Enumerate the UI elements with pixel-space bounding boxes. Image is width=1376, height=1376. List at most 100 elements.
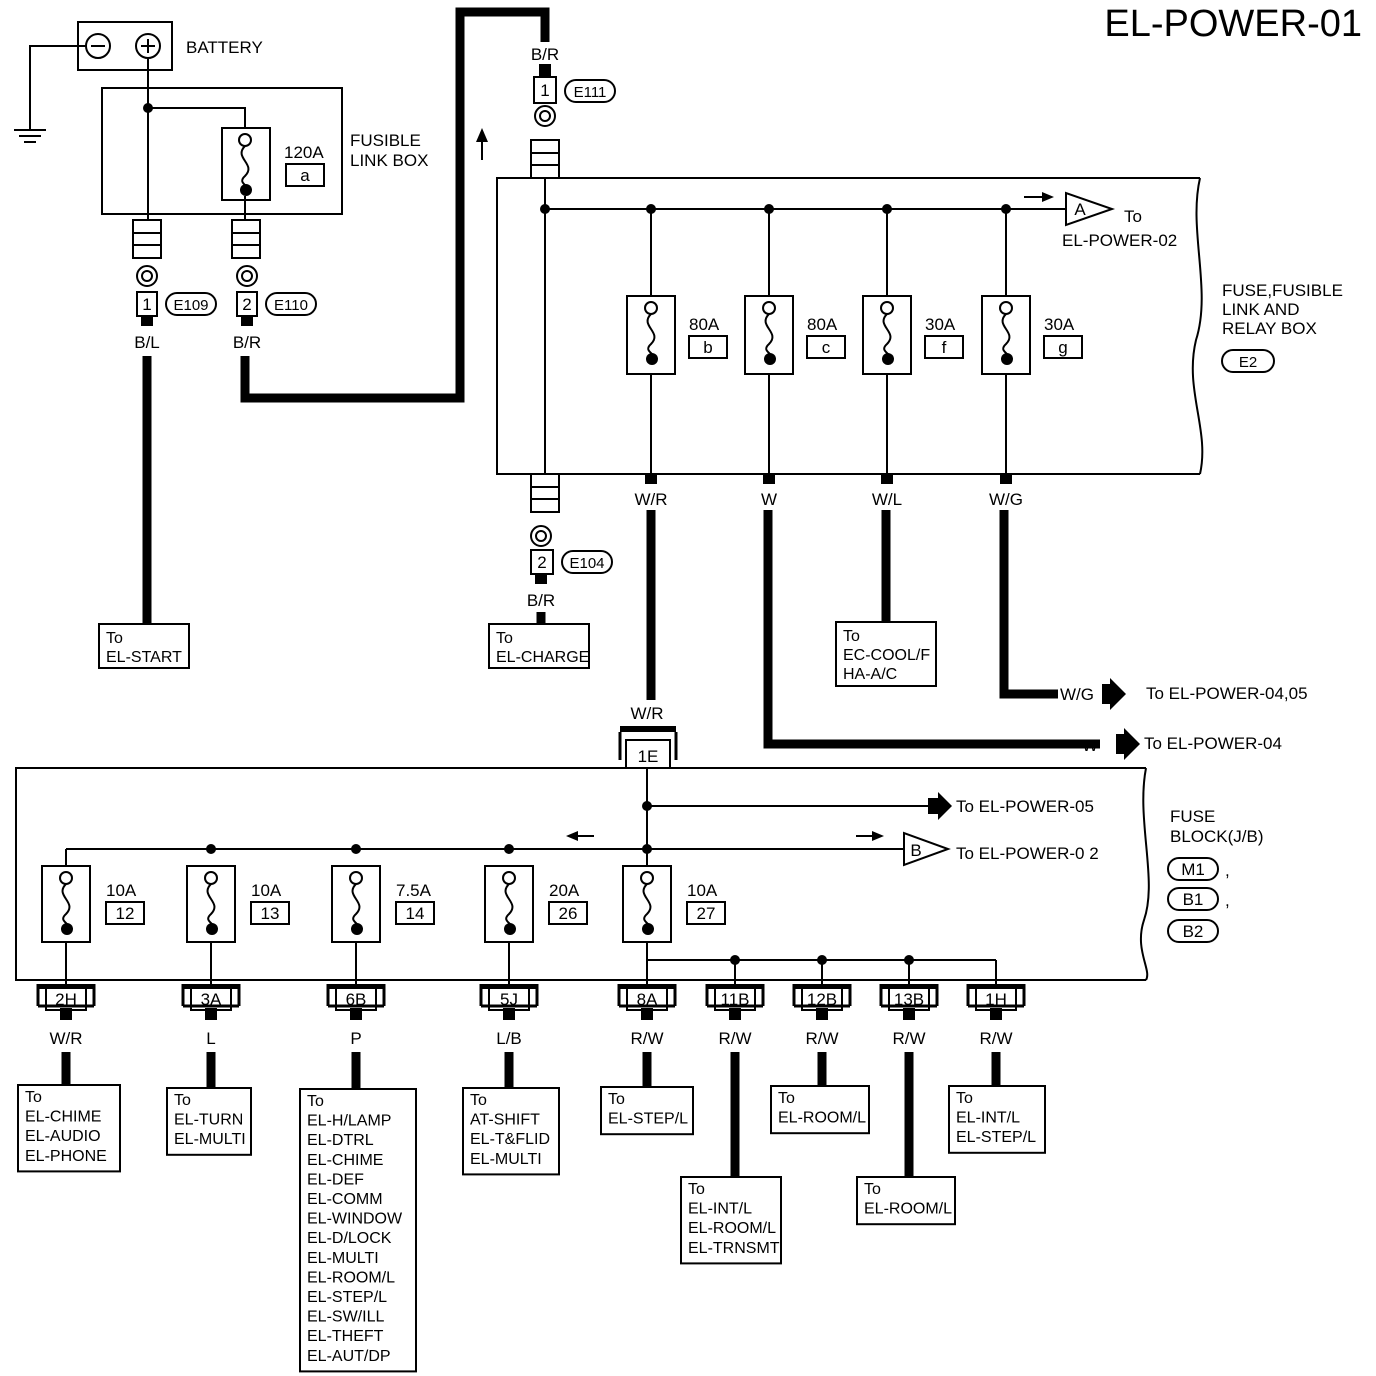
marker-b: B [903, 831, 951, 867]
w-out-wire: W [1082, 736, 1098, 755]
dest-fb-26-line-2: EL-T&FLID [470, 1131, 550, 1148]
fb-conn-8a: 8A [617, 984, 677, 1011]
connector-e109-id: E109 [173, 297, 208, 314]
relay-fuse-c-amps: 80A [807, 315, 838, 334]
out02-label: To EL-POWER-0 2 [956, 844, 1099, 863]
flow-arrow-right [1024, 192, 1054, 202]
to-el-power-02-page: EL-POWER-02 [1062, 231, 1177, 250]
connector-e111-pin: 1 [540, 81, 549, 100]
connector-e110-pin: 2 [242, 295, 251, 314]
dest-fb-26-line-3: EL-MULTI [470, 1151, 542, 1168]
fuse-block-label-2: BLOCK(J/B) [1170, 827, 1264, 846]
wg-out-arrow [1102, 678, 1126, 710]
fuse-block-sep-2: , [1225, 891, 1230, 910]
dest-el-charge-to: To [496, 630, 513, 647]
connector-e110-id: E110 [274, 297, 308, 314]
dest-branch-1h-line-0: To [956, 1090, 973, 1107]
dest-fb-26-line-1: AT-SHIFT [470, 1112, 540, 1129]
connector-e111-id: E111 [574, 84, 607, 101]
dest-fb-12-line-2: EL-AUDIO [25, 1128, 101, 1145]
relay-box-label-2: LINK AND [1222, 300, 1299, 319]
flow-arrow-right-b [856, 831, 884, 841]
fb-fuse-12-id: 12 [116, 904, 135, 923]
fb-conn-11b-label: 11B [721, 990, 750, 1009]
fb-wire-3-label: L/B [496, 1029, 522, 1048]
dest-fb-12-line-3: EL-PHONE [25, 1148, 107, 1165]
dest-ec-cool: To EC-COOL/F HA-A/C [835, 621, 937, 687]
dest-fb-14-line-8: EL-MULTI [307, 1250, 379, 1267]
fuse-block-conn-b2: B2 [1183, 922, 1204, 941]
dest-el-start-to: To [106, 630, 123, 647]
fuse-120a: 120A a [221, 127, 325, 230]
page-title: EL-POWER-01 [1104, 3, 1362, 45]
dest-fb-14-line-2: EL-DTRL [307, 1132, 374, 1149]
fb-conn-11b: 11B [705, 984, 765, 1011]
fuse-block-conn-b1: B1 [1183, 890, 1204, 909]
dest-branch-11b-line-0: To [688, 1181, 705, 1198]
dest-branch-11b-line-3: EL-TRNSMT [688, 1240, 780, 1257]
relay-fuse-b-amps: 80A [689, 315, 720, 334]
connector-1e: 1E [618, 726, 678, 769]
dest-el-start-name: EL-START [106, 649, 182, 666]
fb-conn-12b: 12B [792, 984, 852, 1011]
fb-fuse-26-amps: 20A [549, 881, 580, 900]
dest-fb-26-line-0: To [470, 1092, 487, 1109]
dest-branch-12b-line-0: To [778, 1090, 795, 1107]
relay-wire-3-label: W/G [989, 490, 1023, 509]
connector-1e-label: 1E [638, 747, 659, 766]
fusible-link-label-1: FUSIBLE [350, 131, 421, 150]
dest-ec-cool-1: EC-COOL/F [843, 647, 930, 664]
dest-fb-27-line-0: To [608, 1091, 625, 1108]
dest-el-charge: To EL-CHARGE [488, 623, 590, 669]
fb-conn-2h-label: 2H [55, 990, 77, 1009]
relay-box-label-3: RELAY BOX [1222, 319, 1317, 338]
fb-conn-6b-label: 6B [346, 990, 367, 1009]
fuse-block-sep-1: , [1225, 861, 1230, 880]
fb-wire-2-label: P [350, 1029, 361, 1048]
wire-bl-label: B/L [134, 333, 160, 352]
fuse-block-label-1: FUSE [1170, 807, 1215, 826]
dest-el-charge-name: EL-CHARGE [496, 649, 589, 666]
dest-fb-14: ToEL-H/LAMPEL-DTRLEL-CHIMEEL-DEFEL-COMME… [299, 1088, 417, 1373]
dest-fb-13-line-1: EL-TURN [174, 1112, 243, 1129]
dest-fb-14-line-6: EL-WINDOW [307, 1211, 403, 1228]
wg-out-dest: To EL-POWER-04,05 [1146, 684, 1308, 703]
relay-box: FUSE,FUSIBLE LINK AND RELAY BOX E2 A To … [496, 177, 1343, 509]
wire-br-label: B/R [233, 333, 261, 352]
flow-arrow-left [566, 831, 594, 841]
fb-fuse-12-amps: 10A [106, 881, 137, 900]
dest-branch-13b-line-1: EL-ROOM/L [864, 1201, 952, 1218]
marker-a-label: A [1074, 200, 1086, 219]
relay-fuse-b-id: b [703, 338, 712, 357]
battery-label: BATTERY [186, 38, 263, 57]
dest-ec-cool-to: To [843, 628, 860, 645]
fb-conn-3a: 3A [181, 984, 241, 1011]
wire-br-top-label: B/R [531, 45, 559, 64]
fuse-120a-id: a [300, 166, 310, 185]
relay-box-connector: E2 [1239, 354, 1257, 371]
fb-conn-5j-label: 5J [500, 990, 518, 1009]
fb-conn-12b-label: 12B [807, 990, 837, 1009]
flow-arrow-up [476, 128, 488, 160]
relay-fuse-f-amps: 30A [925, 315, 956, 334]
out05-arrow [928, 792, 952, 820]
relay-fuse-g-amps: 30A [1044, 315, 1075, 334]
dest-branch-1h-line-1: EL-INT/L [956, 1110, 1020, 1127]
dest-fb-14-line-12: EL-THEFT [307, 1328, 384, 1345]
wire-wr-mid-label: W/R [630, 704, 663, 723]
dest-fb-14-line-9: EL-ROOM/L [307, 1269, 395, 1286]
dest-fb-14-line-11: EL-SW/ILL [307, 1309, 384, 1326]
dest-fb-13-line-0: To [174, 1092, 191, 1109]
dest-fb-14-line-0: To [307, 1093, 324, 1110]
fb-conn-1h: 1H [966, 984, 1026, 1011]
marker-b-label: B [910, 841, 921, 860]
